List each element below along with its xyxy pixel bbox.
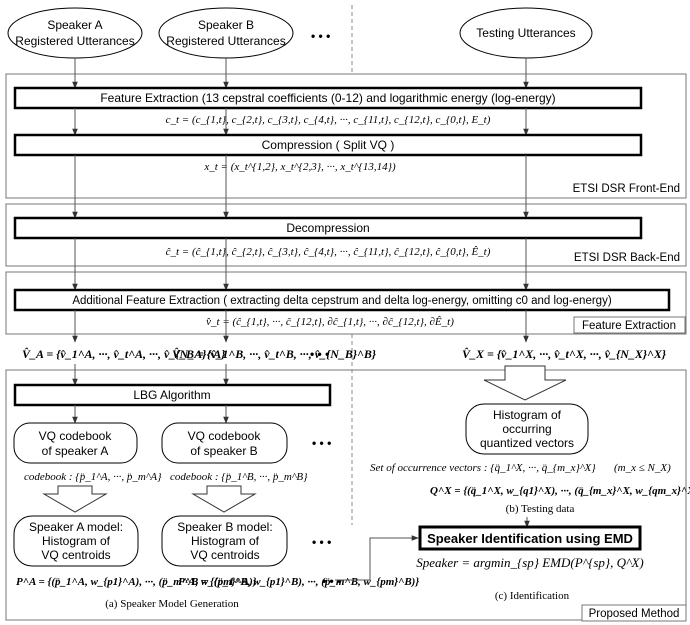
histogram-line1: Histogram of: [493, 408, 562, 422]
va-set: V̂_A = {v̂_1^A, ···, v̂_t^A, ···, v̂_{N_…: [22, 347, 226, 361]
chat-equation: ĉ_t = (ĉ_{1,t}, ĉ_{2,t}, ĉ_{3,t}, ĉ_{4,t…: [166, 246, 491, 258]
proposed-frame: [5, 369, 687, 621]
model-b-line2: Histogram of: [191, 534, 260, 548]
identification-equation: Speaker = argmin_{sp} EMD(P^{sp}, Q^X): [416, 555, 643, 570]
speaker-b-line2: Registered Utterances: [166, 34, 285, 48]
speaker-a-line2: Registered Utterances: [15, 34, 134, 48]
big-arrow-b: [191, 485, 257, 513]
back-end-frame: [5, 203, 687, 267]
identification-connector: [335, 535, 419, 581]
codebook-b: VQ codebook of speaker B: [161, 422, 288, 464]
compression-box: [13, 133, 643, 157]
p-ellipsis: • • •: [322, 574, 341, 588]
codebook-a-line1: VQ codebook: [39, 429, 113, 443]
model-a-line3: VQ centroids: [41, 548, 110, 562]
feature-extraction-section-label: Feature Extraction: [582, 320, 676, 332]
occurrence-set-equation: Set of occurrence vectors : {q̈_1^X, ···…: [370, 462, 596, 474]
big-arrow-testing: [483, 365, 567, 401]
caption-a: (a) Speaker Model Generation: [105, 598, 239, 610]
front-end-frame: [5, 73, 687, 199]
vx-set: V̂_X = {v̂_1^X, ···, v̂_t^X, ···, v̂_{N_…: [462, 347, 667, 361]
feature-extraction-label: Feature Extraction (13 cepstral coeffici…: [100, 91, 555, 105]
model-a-line2: Histogram of: [42, 534, 111, 548]
identification-label: Speaker Identification using EMD: [427, 531, 633, 546]
feature-label-box: [573, 316, 686, 334]
caption-b: (b) Testing data: [506, 503, 575, 515]
speaker-b-model: Speaker B model: Histogram of VQ centroi…: [161, 515, 288, 567]
vb-set: V̂_B = {v̂_1^B, ···, v̂_t^B, ···, v̂_{N_…: [172, 347, 377, 361]
codebook-a-line2: of speaker A: [42, 444, 109, 458]
speaker-b-input: Speaker B Registered Utterances: [158, 7, 294, 59]
model-ellipsis: • • •: [312, 535, 331, 549]
xt-equation: x_t = (x_t^{1,2}, x_t^{2,3}, ···, x_t^{1…: [203, 161, 396, 173]
testing-input: Testing Utterances: [459, 7, 593, 59]
additional-extraction-box: [13, 288, 671, 312]
feature-extraction-box: [13, 86, 643, 110]
decompression-box: [13, 216, 643, 240]
lbg-label: LBG Algorithm: [133, 388, 210, 402]
testing-histogram: Histogram of occurring quantized vectors: [465, 403, 589, 455]
codebook-ellipsis: • • •: [312, 436, 331, 450]
decompression-label: Decompression: [286, 221, 369, 235]
histogram-line3: quantized vectors: [480, 436, 574, 450]
proposed-method-label: Proposed Method: [589, 608, 680, 620]
occurrence-condition: (m_x ≤ N_X): [614, 462, 671, 474]
speaker-a-line1: Speaker A: [47, 18, 102, 32]
vt-equation: v̂_t = (ĉ_{1,t}, ···, ĉ_{12,t}, ∂ĉ_{1,t}…: [206, 316, 454, 328]
compression-label: Compression ( Split VQ ): [262, 138, 395, 152]
lbg-box: [13, 383, 332, 407]
input-ellipsis: • • •: [311, 29, 330, 43]
feature-frame: [5, 271, 687, 335]
speaker-a-input: Speaker A Registered Utterances: [7, 7, 143, 59]
speaker-b-line1: Speaker B: [198, 18, 254, 32]
additional-extraction-label: Additional Feature Extraction ( extracti…: [72, 295, 611, 307]
pb-equation: P^B = {(p̈_1^B, w_{p1}^B), ···, (p̈_m^B,…: [178, 576, 419, 588]
model-b-line1: Speaker B model:: [177, 520, 272, 534]
codebook-a: VQ codebook of speaker A: [13, 422, 138, 464]
proposed-label-box: [581, 604, 687, 622]
model-a-line1: Speaker A model:: [29, 520, 123, 534]
model-b-line3: VQ centroids: [190, 548, 259, 562]
codebook-b-line1: VQ codebook: [188, 429, 262, 443]
codebook-a-equation: codebook : {p̈_1^A, ···, p̈_m^A}: [24, 471, 162, 483]
histogram-line2: occurring: [502, 422, 551, 436]
codebook-b-line2: of speaker B: [190, 444, 257, 458]
front-end-label: ETSI DSR Front-End: [573, 183, 680, 195]
caption-c: (c) Identification: [495, 590, 570, 602]
big-arrow-a: [42, 485, 108, 513]
speaker-a-model: Speaker A model: Histogram of VQ centroi…: [13, 515, 139, 567]
pa-equation: P^A = {(p̈_1^A, w_{p1}^A), ···, (p̈_m^A,…: [16, 576, 257, 588]
ct-equation: c_t = (c_{1,t}, c_{2,t}, c_{3,t}, c_{4,t…: [166, 114, 491, 126]
identification-box: [418, 525, 642, 551]
codebook-b-equation: codebook : {p̈_1^B, ···, p̈_m^B}: [170, 471, 308, 483]
testing-label: Testing Utterances: [476, 26, 575, 40]
qx-equation: Q^X = {(q̈_1^X, w_{q1}^X), ···, (q̈_{m_x…: [430, 485, 690, 497]
vector-ellipsis: • • •: [310, 347, 329, 361]
back-end-label: ETSI DSR Back-End: [574, 252, 680, 264]
